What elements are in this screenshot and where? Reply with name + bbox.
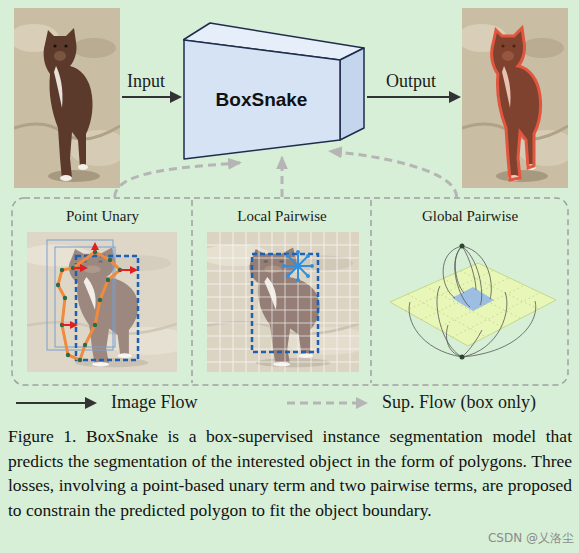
supervision-arrow [281, 157, 284, 197]
arrow-head [449, 91, 461, 103]
block-front [184, 40, 340, 159]
arrow-head [170, 91, 182, 103]
watermark: CSDN @乂洛尘 [488, 530, 574, 547]
arrow-head [356, 397, 368, 409]
caption: Figure 1. BoxSnake is a box-supervised i… [8, 424, 572, 522]
panel-divider [370, 200, 372, 383]
block-side [340, 48, 364, 140]
flow-label: Output [386, 71, 436, 92]
legend-text: Image Flow [111, 392, 197, 413]
loss-panel: Local Pairwise [195, 200, 369, 383]
panel-title: Local Pairwise [195, 208, 369, 225]
image-flow-arrow [367, 96, 451, 98]
dashed-line [287, 401, 356, 404]
point-unary-picture [20, 232, 190, 372]
solid-line [16, 402, 87, 404]
global-pairwise-picture [390, 244, 556, 360]
model-block: BoxSnake [183, 22, 365, 160]
supervision-arrow [115, 163, 240, 197]
panel-divider [191, 200, 193, 383]
legend-item: Sup. Flow (box only) [286, 392, 536, 413]
loss-panel: Global Pairwise [374, 200, 566, 383]
legend-text: Sup. Flow (box only) [382, 392, 536, 413]
block-title: BoxSnake [183, 89, 340, 111]
legend-sample [15, 393, 99, 413]
supervision-arrow [330, 151, 457, 197]
arrow-head [85, 397, 97, 409]
panel-title: Point Unary [15, 208, 190, 225]
panel-title: Global Pairwise [374, 208, 566, 225]
legend-sample [286, 393, 370, 413]
predicted-polygon [492, 28, 541, 180]
input-photo [9, 8, 129, 188]
loss-frame [12, 198, 568, 385]
legend-item: Image Flow [15, 392, 197, 413]
image-flow-arrow [122, 96, 172, 98]
output-photo [457, 8, 577, 188]
loss-panel: Point Unary [15, 200, 190, 383]
flow-label: Input [127, 71, 165, 92]
local-pairwise-picture [200, 232, 372, 372]
